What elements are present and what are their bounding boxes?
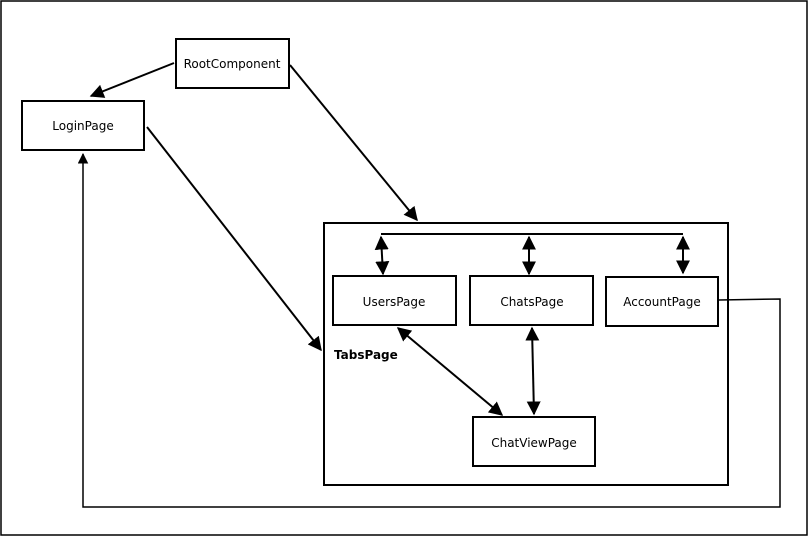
node-chat-view-page-label: ChatViewPage <box>491 436 577 450</box>
node-users-page-label: UsersPage <box>363 295 426 309</box>
edge-bus-users <box>374 235 390 276</box>
node-chat-view-page: ChatViewPage <box>472 416 596 467</box>
tabs-page-container <box>323 222 729 486</box>
node-login-page: LoginPage <box>21 100 145 151</box>
node-account-page: AccountPage <box>605 276 719 327</box>
node-root-component-label: RootComponent <box>184 57 281 71</box>
edge-account-to-login <box>77 152 781 508</box>
edge-chats-chatview <box>525 326 541 416</box>
edge-root-to-login <box>89 62 175 98</box>
tabs-page-label: TabsPage <box>334 348 398 362</box>
edge-root-to-tabs <box>289 64 418 222</box>
node-login-page-label: LoginPage <box>52 119 113 133</box>
node-account-page-label: AccountPage <box>623 295 701 309</box>
node-chats-page: ChatsPage <box>469 275 594 326</box>
node-chats-page-label: ChatsPage <box>500 295 563 309</box>
node-users-page: UsersPage <box>332 275 457 326</box>
edge-login-to-tabs <box>146 126 322 352</box>
edge-users-chatview <box>396 327 504 416</box>
node-root-component: RootComponent <box>175 38 290 89</box>
